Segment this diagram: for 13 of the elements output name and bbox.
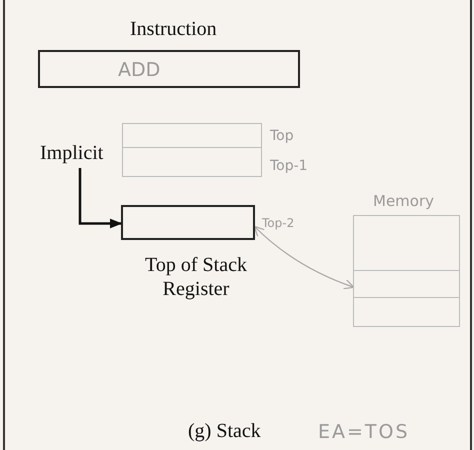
register-label: Top of Stack Register xyxy=(144,253,248,301)
handwritten-text: Top-2 xyxy=(262,215,294,232)
handwritten-text: ADD xyxy=(118,58,160,83)
handwritten-text: Top-1 xyxy=(270,157,308,176)
heading: Instruction xyxy=(130,17,217,42)
caption: (g) Stack xyxy=(188,419,261,444)
stack-sketch xyxy=(122,123,262,177)
arrow xyxy=(78,168,122,228)
arrow xyxy=(254,226,354,290)
handwritten-text: Memory xyxy=(373,191,434,212)
text-label: Implicit xyxy=(40,138,104,168)
handwritten-text: EA=TOS xyxy=(318,420,410,445)
handwritten-text: Top xyxy=(270,127,294,146)
